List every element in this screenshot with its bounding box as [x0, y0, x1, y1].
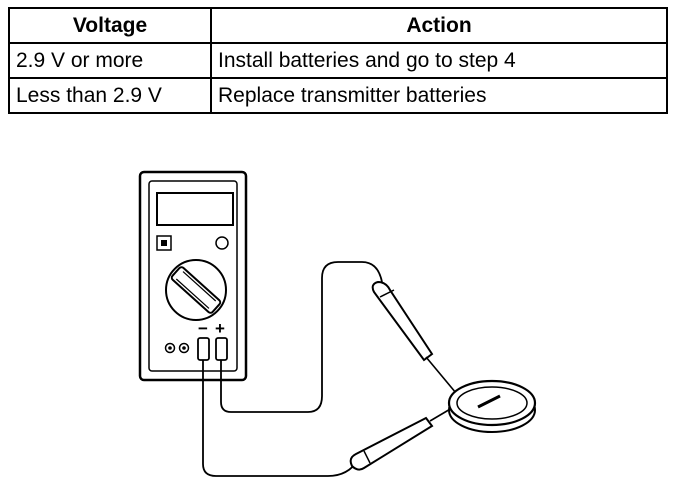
negative-jack	[197, 337, 210, 361]
multimeter: − +	[138, 170, 248, 382]
multimeter-battery-test-illustration: − +	[138, 170, 537, 477]
meter-indicator	[215, 236, 229, 250]
negative-terminal-label: −	[198, 319, 208, 338]
positive-terminal-label: +	[215, 319, 225, 338]
negative-probe	[349, 407, 453, 471]
coin-battery	[447, 379, 537, 433]
column-header-action: Action	[210, 7, 668, 44]
meter-dial	[165, 259, 227, 321]
voltage-cell: 2.9 V or more	[8, 42, 212, 79]
action-cell: Install batteries and go to step 4	[210, 42, 668, 79]
positive-probe	[371, 280, 457, 394]
meter-display	[156, 192, 234, 226]
table-row: Less than 2.9 V Replace transmitter batt…	[8, 77, 668, 114]
negative-test-lead	[202, 360, 359, 477]
meter-button	[156, 235, 172, 251]
positive-jack	[215, 337, 228, 361]
action-cell: Replace transmitter batteries	[210, 77, 668, 114]
voltage-action-table: Voltage Action 2.9 V or more Install bat…	[8, 7, 668, 114]
table-header-row: Voltage Action	[8, 7, 668, 44]
column-header-voltage: Voltage	[8, 7, 212, 44]
table-row: 2.9 V or more Install batteries and go t…	[8, 42, 668, 79]
voltage-cell: Less than 2.9 V	[8, 77, 212, 114]
positive-test-lead	[220, 261, 383, 413]
